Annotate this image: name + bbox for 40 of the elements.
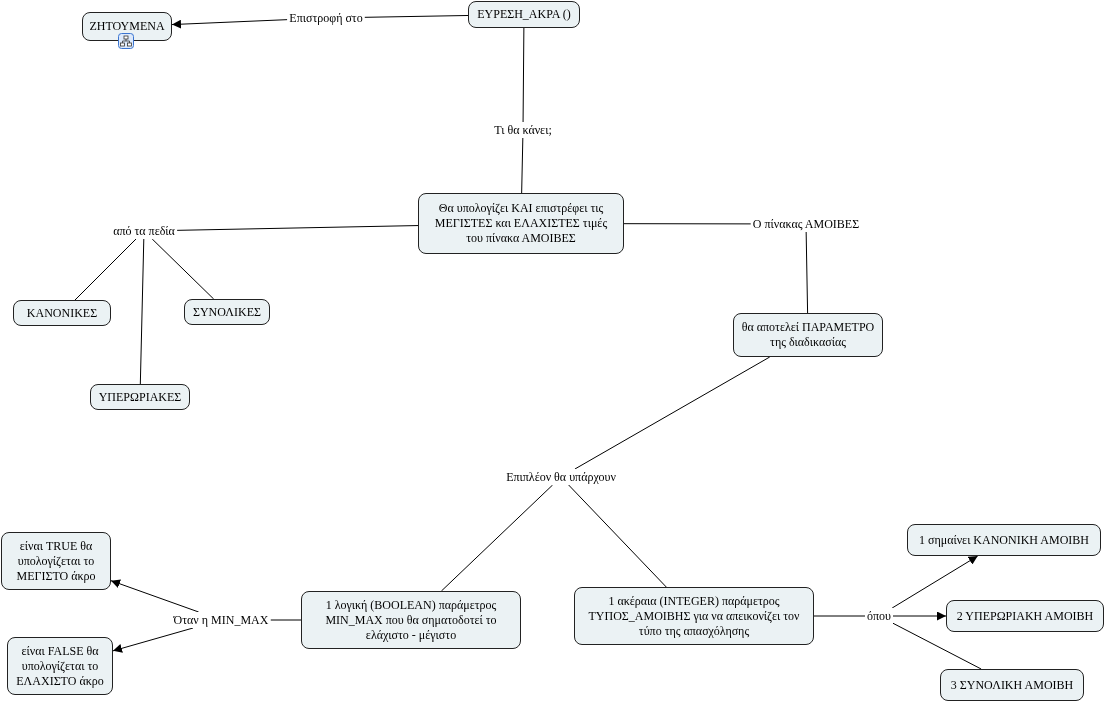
arrow — [171, 19, 288, 29]
connector-line — [269, 619, 302, 621]
concept-box: 3 ΣΥΝΟΛΙΚΗ ΑΜΟΙΒΗ — [940, 669, 1084, 701]
connector-line — [151, 238, 215, 300]
concept-box: είναι TRUE θα υπολογίζεται το ΜΕΓΙΣΤΟ άκρο — [1, 532, 111, 590]
arrow — [112, 627, 194, 653]
concept-box: ΥΠΕΡΩΡΙΑΚΕΣ — [90, 384, 190, 410]
linking-phrase: Επιπλέον θα υπάρχουν — [504, 469, 618, 485]
arrow — [110, 579, 200, 613]
linking-phrase: Ο πίνακας ΑΜΟΙΒΕΣ — [750, 216, 862, 232]
concept-box: ΚΑΝΟΝΙΚΕΣ — [13, 300, 111, 326]
concept-box: ΣΥΝΟΛΙΚΕΣ — [184, 299, 270, 325]
connector-line — [522, 27, 525, 123]
arrow — [891, 555, 979, 609]
connector-line — [892, 622, 982, 670]
linking-phrase: Επιστροφή στο — [287, 10, 365, 26]
linking-phrase: Τι θα κάνει; — [492, 122, 554, 138]
concept-box: 2 ΥΠΕΡΩΡΙΑΚΗ ΑΜΟΙΒΗ — [946, 600, 1104, 632]
linking-phrase: από τα πεδία — [111, 223, 177, 239]
concept-box: ΖΗΤΟΥΜΕΝΑ — [82, 12, 172, 41]
connector-line — [623, 223, 752, 225]
concept-box: θα αποτελεί ΠΑΡΑΜΕΤΡΟ της διαδικασίας — [733, 313, 883, 357]
connector-line — [139, 238, 145, 385]
connector-line — [805, 231, 809, 314]
concept-box: 1 σημαίνει ΚΑΝΟΝΙΚΗ ΑΜΟΙΒΗ — [907, 524, 1101, 556]
arrow — [892, 611, 947, 621]
concept-box: είναι FALSE θα υπολογίζεται το ΕΛΑΧΙΣΤΟ άκρο — [7, 637, 113, 695]
connector-line — [574, 356, 771, 470]
concept-box: Θα υπολογίζει ΚΑΙ επιστρέφει τις ΜΕΓΙΣΤΕΣ και ΕΛΑΧΙΣΤΕΣ τιμές του πίνακα ΑΜΟΙΒΕΣ — [418, 193, 624, 254]
concept-box: ΕΥΡΕΣΗ_ΑΚΡΑ () — [468, 1, 580, 28]
linking-phrase: Όταν η MIN_MAX — [171, 612, 271, 628]
connector-line — [813, 615, 866, 617]
connector-line — [440, 484, 554, 592]
concept-box: 1 λογική (BOOLEAN) παράμετρος MIN_MAX που θα σηματοδοτεί το ελάχιστο - μέγιστο — [301, 591, 521, 649]
connector-line — [364, 15, 469, 18]
connector-line — [176, 225, 419, 231]
connector-line — [568, 484, 667, 588]
concept-box: 1 ακέραια (INTEGER) παράμετρος ΤΥΠΟΣ_ΑΜΟΙΒΗΣ για να απεικονίζει τον τύπο της απασχόλησης — [574, 587, 814, 645]
connector-line — [521, 137, 524, 194]
connector-line — [74, 238, 137, 301]
